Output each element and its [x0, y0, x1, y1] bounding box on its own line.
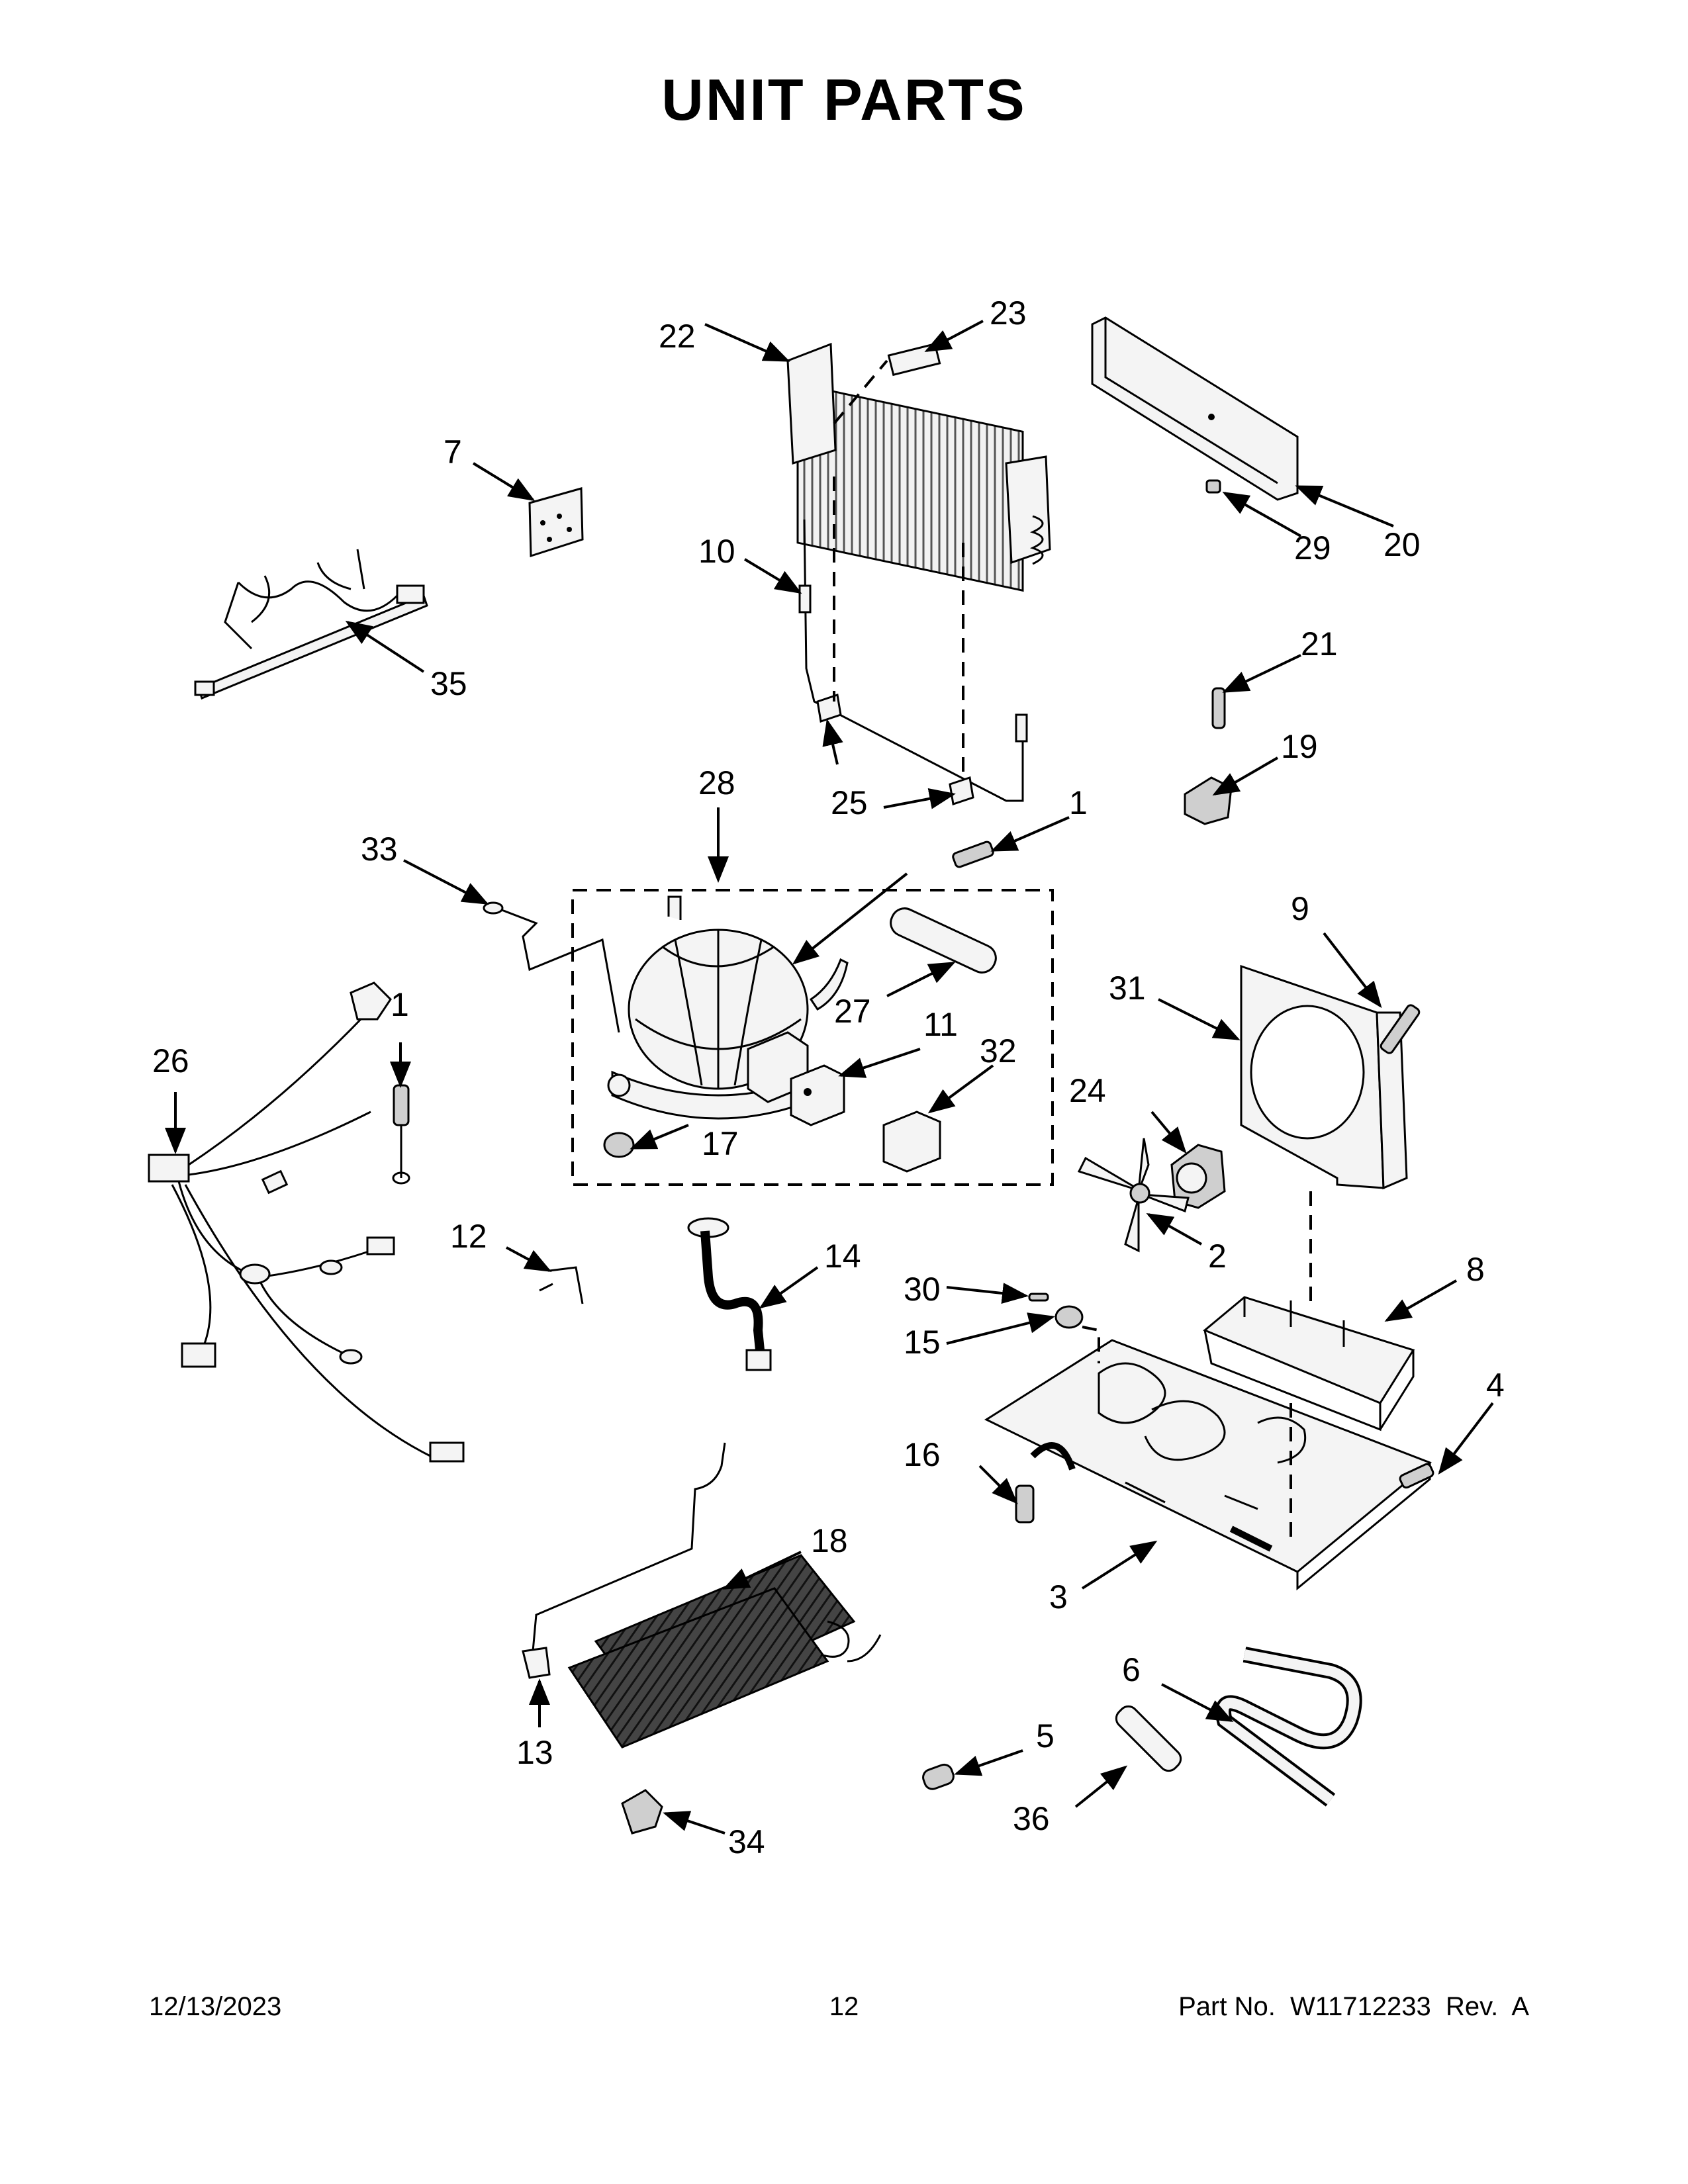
callout-35: 35 [430, 665, 467, 702]
bracket-19 [1184, 776, 1233, 825]
screw-9 [1380, 1004, 1421, 1054]
callout-23: 23 [990, 295, 1027, 332]
callout-5: 5 [1036, 1717, 1055, 1754]
callout-2: 2 [1208, 1238, 1227, 1275]
callout-13: 13 [516, 1734, 553, 1771]
fan-blade [1077, 1138, 1190, 1253]
callout-26: 26 [152, 1042, 189, 1079]
grommet-15 [1055, 1305, 1084, 1329]
wire-12 [539, 1266, 584, 1304]
callout-14: 14 [824, 1238, 861, 1275]
callout-33: 33 [361, 831, 398, 868]
condenser [786, 342, 1051, 592]
relay-cover [882, 1111, 941, 1173]
tube-30 [1028, 1293, 1049, 1302]
wiring-harness-26 [148, 981, 465, 1463]
ground-wire [392, 1125, 410, 1185]
drain-tube-14 [687, 1217, 772, 1371]
tube-36 [1115, 1705, 1182, 1772]
filter-drier [890, 907, 997, 974]
callout-4: 4 [1486, 1367, 1505, 1404]
callout-25: 25 [831, 784, 868, 821]
screw-1-left [393, 1084, 410, 1126]
grommet-17 [603, 1132, 635, 1158]
callout-1-left: 1 [391, 986, 409, 1023]
callout-32: 32 [980, 1032, 1017, 1069]
callout-12: 12 [450, 1218, 487, 1255]
screw-16 [1015, 1484, 1035, 1524]
footer-page-number: 12 [829, 1992, 859, 2021]
callout-31: 31 [1109, 970, 1146, 1007]
callout-28: 28 [698, 764, 735, 801]
callout-17: 17 [702, 1125, 739, 1162]
screw-21 [1211, 687, 1226, 729]
callout-16: 16 [904, 1436, 941, 1473]
base-plate [984, 1339, 1432, 1591]
callout-9: 9 [1291, 890, 1309, 927]
callout-1-top: 1 [1069, 784, 1088, 821]
callout-11: 11 [923, 1006, 958, 1043]
dryer-tubing [798, 519, 1028, 805]
callout-21: 21 [1301, 625, 1338, 662]
footer-part-number: Part No. W11712233 Rev. A [1178, 1992, 1529, 2021]
assembly-lines [833, 359, 1312, 1542]
start-relay [747, 1031, 845, 1126]
leader-lines [165, 320, 1494, 1835]
wire-33 [483, 901, 620, 1033]
callout-22: 22 [659, 318, 696, 355]
condenser-cover [1091, 316, 1299, 501]
callout-18: 18 [811, 1522, 848, 1559]
callout-7: 7 [444, 433, 462, 471]
callout-6: 6 [1122, 1651, 1141, 1688]
wiring-harness-35 [194, 549, 428, 700]
callout-3: 3 [1049, 1578, 1068, 1615]
callout-numbers: 22 23 7 20 29 10 35 21 19 28 25 1 33 9 3… [152, 295, 1505, 1860]
fan-shroud [1240, 964, 1408, 1190]
clip-13 [522, 1647, 551, 1679]
compressor-assembly-box [571, 889, 1054, 1186]
callout-20: 20 [1383, 526, 1421, 563]
callout-24: 24 [1069, 1072, 1106, 1109]
evaporator-coil [532, 1442, 882, 1749]
callout-10: 10 [698, 533, 735, 570]
compressor-tray-8 [1203, 1296, 1415, 1432]
callout-29: 29 [1294, 529, 1331, 567]
callout-8: 8 [1466, 1251, 1485, 1288]
grommet-5 [922, 1763, 955, 1790]
callout-30: 30 [904, 1271, 941, 1308]
control-board [528, 487, 584, 558]
sensor-34 [621, 1789, 663, 1835]
page-title: UNIT PARTS [661, 67, 1027, 132]
callout-15: 15 [904, 1324, 941, 1361]
callout-19: 19 [1281, 728, 1318, 765]
callout-36: 36 [1013, 1800, 1050, 1837]
screw-1-top [952, 841, 994, 868]
callout-34: 34 [728, 1823, 765, 1860]
screw-4 [1399, 1463, 1434, 1489]
footer-date: 12/13/2023 [149, 1992, 282, 2021]
screw-29 [1205, 479, 1221, 494]
callout-27: 27 [834, 993, 871, 1030]
